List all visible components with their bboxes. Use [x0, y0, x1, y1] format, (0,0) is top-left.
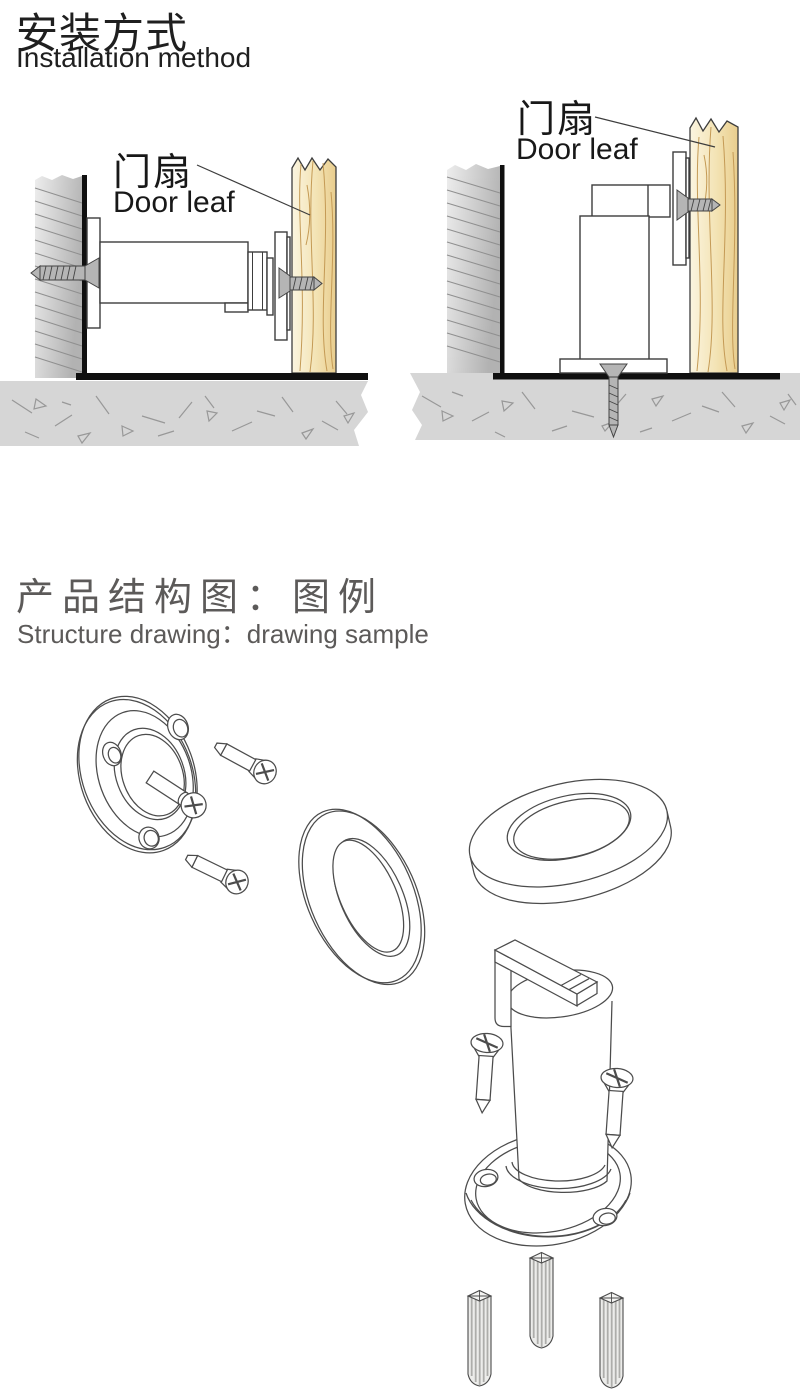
floor-mount-installation-diagram — [410, 116, 800, 440]
door-leaf — [689, 116, 739, 374]
stopper-body — [464, 939, 632, 1247]
page-title-zh: 安装方式 — [16, 10, 189, 57]
hook-bar — [493, 939, 599, 1008]
wall-edge-bar — [500, 165, 505, 373]
cylinder — [508, 990, 613, 1194]
floor — [410, 373, 800, 440]
flange-screw-hole — [166, 713, 190, 741]
mounting-screw — [208, 733, 282, 789]
door-screw — [278, 267, 323, 299]
rubber-ring-small — [298, 808, 426, 986]
leader-line — [196, 164, 311, 216]
flange-screw-hole — [138, 826, 160, 850]
door-leaf — [291, 156, 337, 374]
door-leaf-label-en-right: Door leaf — [516, 133, 638, 166]
door-leaf-label-zh-left: 门扇 — [113, 152, 194, 194]
structure-title-en: Structure drawing：drawing sample — [17, 619, 429, 649]
wood-grain — [299, 160, 334, 373]
flange-screw-hole — [101, 741, 123, 767]
floor-line-bar — [76, 373, 368, 380]
floor — [0, 381, 368, 446]
door-leaf-label-zh-right: 门扇 — [517, 99, 598, 141]
wall-anchor — [529, 1251, 554, 1349]
hook-arm — [494, 949, 512, 1028]
wall-flange — [76, 695, 207, 854]
mounting-screw — [180, 845, 254, 899]
wall-anchor — [467, 1289, 492, 1387]
page-title-en: Installation method — [16, 42, 252, 73]
door-stopper-body — [559, 184, 671, 374]
wall-mount-installation-diagram — [0, 156, 368, 446]
base-screw-hole — [592, 1207, 618, 1227]
leader-line — [594, 116, 716, 148]
wood-grain — [696, 126, 736, 373]
wall — [446, 164, 505, 373]
floor-line-bar — [493, 373, 780, 380]
base-screw — [465, 1031, 505, 1116]
structure-title-zh: 产品结构图：图例 — [16, 577, 385, 619]
door-leaf-label-en-left: Door leaf — [113, 186, 235, 219]
flange-pin — [145, 770, 207, 819]
base-screw-hole — [473, 1168, 499, 1188]
door-screw — [676, 189, 721, 221]
exploded-structure-drawing — [76, 695, 672, 1389]
wall-screw — [30, 257, 100, 289]
wall-anchor — [599, 1291, 624, 1389]
rubber-ring-large — [468, 778, 672, 905]
door-stopper-body — [86, 217, 274, 329]
floor-screw — [599, 363, 628, 439]
